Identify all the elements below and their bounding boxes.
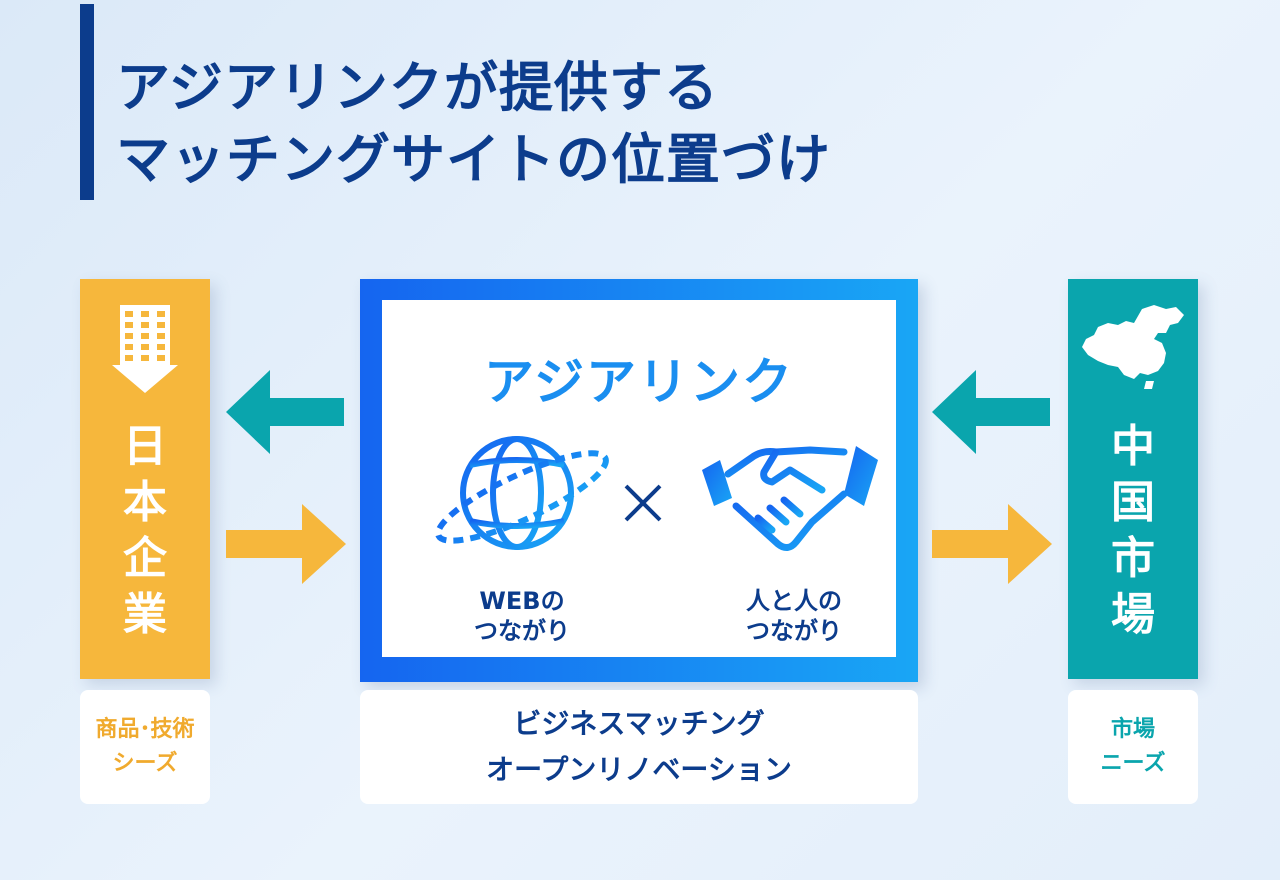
arrow-left-teal-icon <box>226 370 344 454</box>
label-char: 市 <box>1111 533 1155 584</box>
people-connection-label: 人と人の つながり <box>694 586 894 646</box>
china-map-icon <box>1082 305 1184 389</box>
web-connection-label: WEBの つながり <box>422 586 622 646</box>
japan-companies-panel: 日 本 企 業 <box>80 279 210 679</box>
title-line-2: マッチングサイトの位置づけ <box>116 128 831 191</box>
web-label-line-1: WEBの <box>479 587 565 615</box>
multiply-icon <box>624 484 662 522</box>
asialink-panel-inner: アジアリンク <box>382 300 896 657</box>
business-caption-line-2: オープンリノベーション <box>486 753 792 786</box>
needs-caption-line-2: ニーズ <box>1100 751 1166 776</box>
needs-caption: 市場 ニーズ <box>1068 690 1198 804</box>
business-caption-line-1: ビジネスマッチング <box>513 707 765 740</box>
label-char: 中 <box>1111 421 1155 472</box>
web-label-line-2: つながり <box>474 617 570 645</box>
label-char: 企 <box>123 533 167 584</box>
seeds-caption: 商品･技術 シーズ <box>80 690 210 804</box>
title-line-1: アジアリンクが提供する <box>116 56 719 119</box>
asialink-brand: アジアリンク <box>484 353 794 411</box>
handshake-icon <box>702 446 878 551</box>
people-label-line-1: 人と人の <box>746 587 842 615</box>
page-title: アジアリンクが提供する マッチングサイトの位置づけ <box>116 52 831 196</box>
china-market-panel: 中 国 市 場 <box>1068 279 1198 679</box>
japan-companies-label: 日 本 企 業 <box>80 419 210 643</box>
arrow-right-orange-icon <box>226 504 346 584</box>
business-matching-caption: ビジネスマッチング オープンリノベーション <box>360 690 918 804</box>
arrow-right-orange-icon <box>932 504 1052 584</box>
asialink-panel: アジアリンク <box>360 279 918 682</box>
title-accent-bar <box>80 4 94 200</box>
globe-icon <box>435 436 609 550</box>
label-char: 本 <box>123 477 167 528</box>
people-label-line-2: つながり <box>746 617 842 645</box>
label-char: 国 <box>1111 477 1155 528</box>
needs-caption-line-1: 市場 <box>1110 717 1155 742</box>
label-char: 場 <box>1111 589 1155 640</box>
seeds-caption-line-2: シーズ <box>112 751 178 776</box>
label-char: 日 <box>123 421 167 472</box>
building-icon <box>112 305 178 393</box>
arrow-left-teal-icon <box>932 370 1050 454</box>
seeds-caption-line-1: 商品･技術 <box>95 717 195 742</box>
label-char: 業 <box>123 589 167 640</box>
china-market-label: 中 国 市 場 <box>1068 419 1198 643</box>
